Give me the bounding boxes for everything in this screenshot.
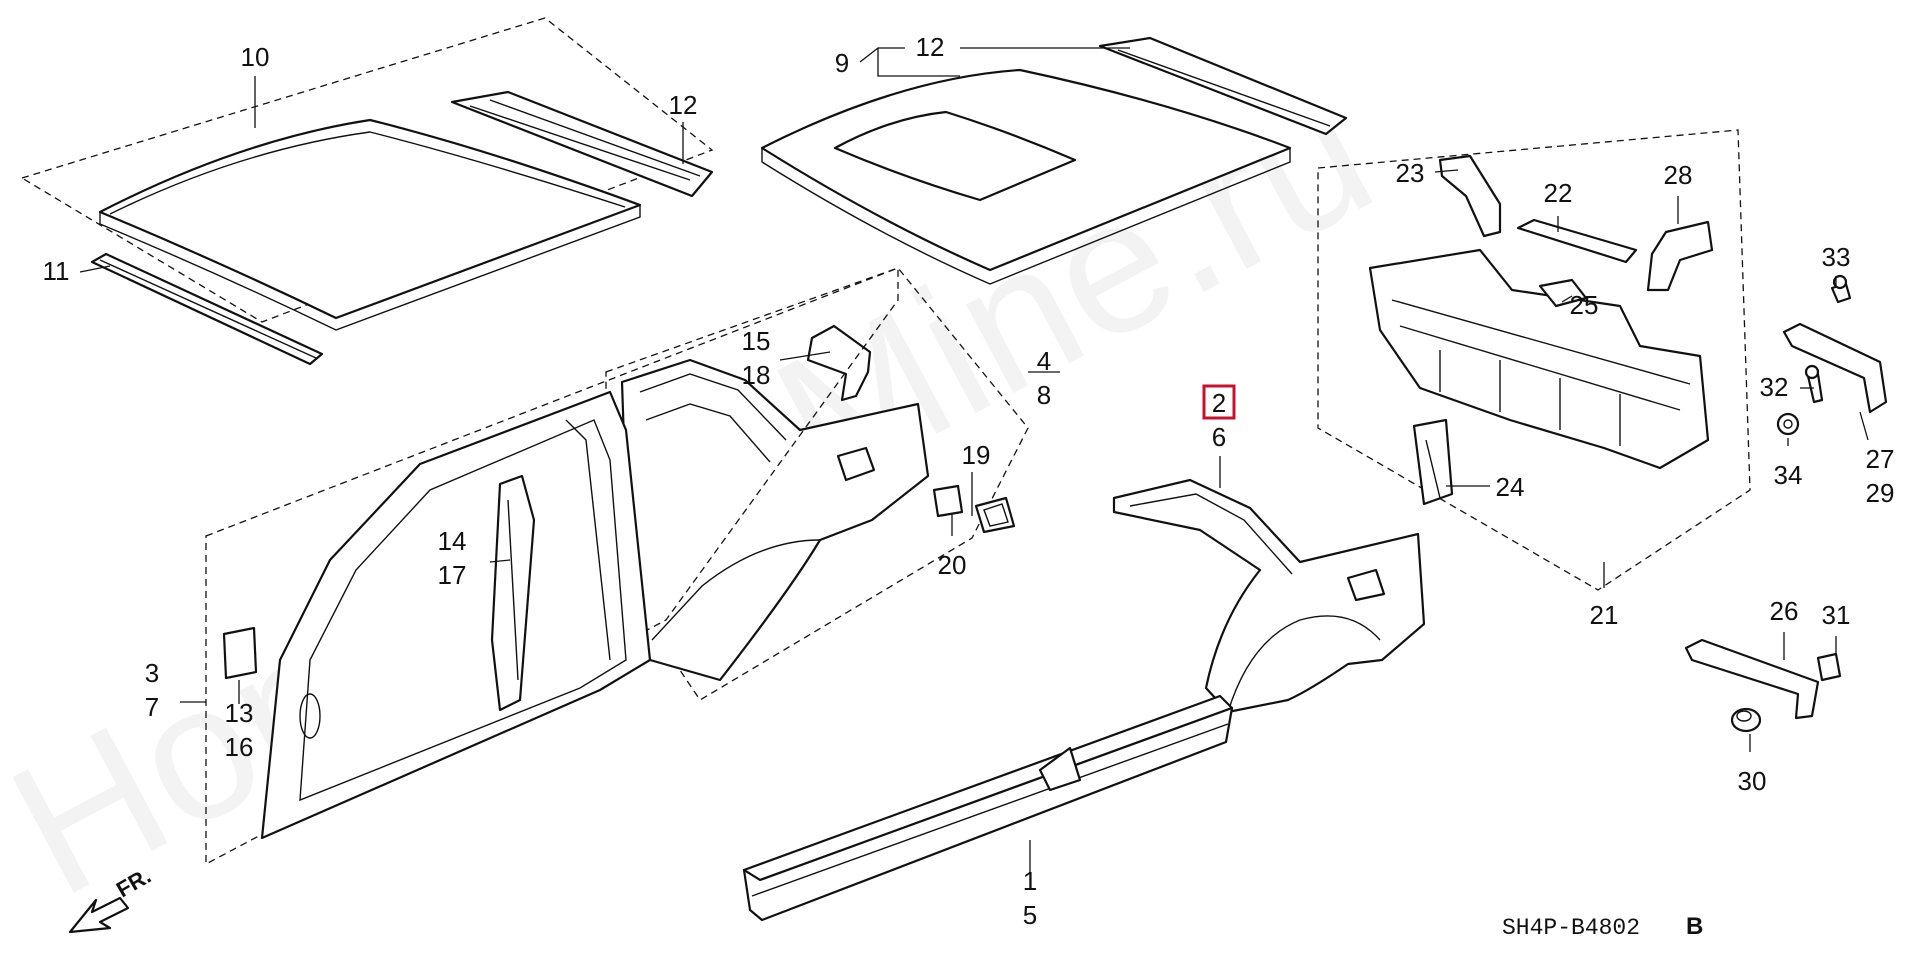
callout-16[interactable]: 16 [225, 732, 254, 762]
callout-10[interactable]: 10 [241, 42, 270, 72]
bolt-33[interactable] [1830, 274, 1852, 304]
callout-29[interactable]: 29 [1866, 478, 1895, 508]
rear-panel-clip-25[interactable] [1538, 278, 1588, 308]
callout-24[interactable]: 24 [1496, 472, 1525, 502]
rear-panel-group-outline [1317, 129, 1751, 591]
leader-lines [79, 47, 1869, 874]
roof-rear-rail[interactable] [450, 90, 714, 198]
callout-1[interactable]: 1 [1023, 866, 1037, 896]
callout-2[interactable]: 2 [1212, 388, 1226, 418]
bracket-13-16[interactable] [222, 626, 258, 680]
fuel-pocket-20[interactable] [932, 484, 964, 518]
callout-8[interactable]: 8 [1037, 380, 1051, 410]
callout-28[interactable]: 28 [1664, 160, 1693, 190]
callout-27[interactable]: 27 [1866, 444, 1895, 474]
roof-front-rail[interactable] [90, 252, 324, 366]
callout-11[interactable]: 11 [43, 256, 70, 286]
rear-panel-bracket-28[interactable] [1646, 220, 1714, 292]
highlight-box [1202, 384, 1236, 420]
center-pillar-14-17[interactable] [490, 474, 536, 712]
callout-9[interactable]: 9 [835, 48, 849, 78]
callout-15[interactable]: 15 [742, 326, 771, 356]
roof-panel[interactable] [98, 118, 642, 331]
callout-12-sunroof[interactable]: 12 [916, 32, 945, 62]
bracket-15-18[interactable] [806, 324, 872, 402]
front-side-outer-panel[interactable] [260, 390, 652, 840]
rear-bracket-27-29[interactable] [1782, 322, 1888, 414]
callout-14[interactable]: 14 [438, 526, 467, 556]
clip-31[interactable] [1816, 652, 1842, 682]
callout-6[interactable]: 6 [1212, 422, 1226, 452]
rear-panel-bracket-23[interactable] [1438, 154, 1502, 238]
callout-33[interactable]: 33 [1822, 242, 1851, 272]
fuel-pocket-19[interactable] [974, 496, 1016, 534]
bolt-32[interactable] [1804, 364, 1824, 404]
callout-5[interactable]: 5 [1023, 900, 1037, 930]
callout-32[interactable]: 32 [1760, 372, 1789, 402]
callout-21[interactable]: 21 [1590, 600, 1619, 630]
callout-34[interactable]: 34 [1774, 460, 1803, 490]
plug-30[interactable] [1730, 707, 1762, 733]
callouts: 10 12 11 9 12 23 22 28 25 24 21 33 32 34… [43, 32, 1895, 930]
callout-12-roof[interactable]: 12 [669, 90, 698, 120]
callout-23[interactable]: 23 [1396, 158, 1425, 188]
sunroof-rear-rail[interactable] [1098, 36, 1348, 136]
drawing-code-suffix: B [1686, 913, 1703, 940]
callout-30[interactable]: 30 [1738, 766, 1767, 796]
callout-22[interactable]: 22 [1544, 178, 1573, 208]
sunroof-roof-panel[interactable] [760, 68, 1292, 285]
callout-4[interactable]: 4 [1037, 346, 1051, 376]
callout-31[interactable]: 31 [1822, 600, 1851, 630]
rear-quarter-panel[interactable] [1112, 478, 1426, 714]
drawing-code: SH4P-B4802 [1502, 915, 1640, 941]
rear-panel-stay-24[interactable] [1412, 418, 1454, 506]
callout-26[interactable]: 26 [1770, 596, 1799, 626]
roof-group-outline [20, 17, 714, 323]
callout-17[interactable]: 17 [438, 560, 467, 590]
callout-25[interactable]: 25 [1570, 290, 1599, 320]
bracket-26[interactable] [1684, 638, 1820, 720]
callout-18[interactable]: 18 [742, 360, 771, 390]
callout-19[interactable]: 19 [962, 440, 991, 470]
nut-34[interactable] [1776, 412, 1800, 436]
rear-panel-assembly[interactable] [1368, 248, 1710, 470]
callout-7[interactable]: 7 [145, 692, 159, 722]
callout-20[interactable]: 20 [938, 550, 967, 580]
side-sill[interactable] [742, 694, 1234, 922]
rear-outer-group-outline [605, 267, 1029, 701]
rear-outer-panel-inner[interactable] [620, 358, 930, 682]
side-outer-group-outline [205, 267, 899, 866]
rear-panel-reinforcement-22[interactable] [1516, 218, 1638, 264]
callout-3[interactable]: 3 [145, 658, 159, 688]
callout-13[interactable]: 13 [225, 698, 254, 728]
